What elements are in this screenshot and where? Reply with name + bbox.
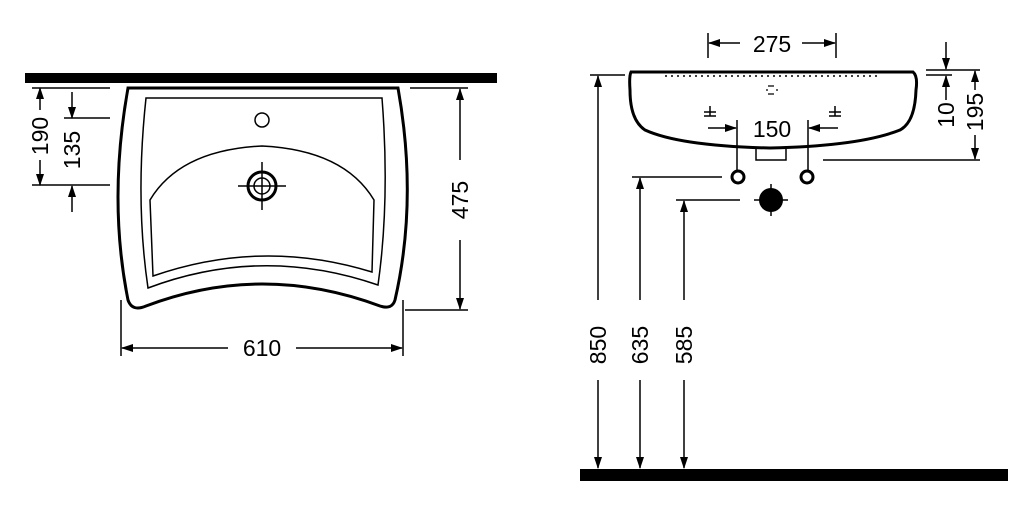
supply-left-icon xyxy=(730,169,746,185)
dim-475-lines xyxy=(405,87,468,311)
dim-275-lines xyxy=(707,33,837,58)
wall-bar xyxy=(25,73,497,83)
dim-135-lines xyxy=(64,92,110,212)
overflow-icon xyxy=(766,85,778,95)
dim-610: 610 xyxy=(243,335,281,361)
dim-150-lines xyxy=(708,120,838,170)
top-view: 190 135 475 610 xyxy=(25,73,497,361)
bracket-right-icon xyxy=(829,106,841,117)
waste-pipe-icon xyxy=(754,184,788,216)
supply-right-icon xyxy=(799,169,815,185)
bowl-outline xyxy=(140,97,386,290)
dim-585-lines xyxy=(676,199,740,469)
dim-195: 195 xyxy=(962,93,988,131)
basin-outline xyxy=(116,86,409,310)
bracket-left-icon xyxy=(704,106,716,117)
dim-10: 10 xyxy=(933,102,959,128)
side-view: 275 150 10 195 850 63 xyxy=(580,31,1008,481)
dim-850-lines xyxy=(590,74,625,469)
dim-610-lines xyxy=(120,300,404,356)
dim-850: 850 xyxy=(585,326,611,364)
dim-10-195-lines xyxy=(823,42,980,161)
floor-bar xyxy=(580,469,1008,481)
dim-635-lines xyxy=(632,176,722,469)
dim-585: 585 xyxy=(671,326,697,364)
dim-275: 275 xyxy=(753,31,791,57)
dim-190: 190 xyxy=(27,117,53,155)
waste-outlet xyxy=(755,148,787,161)
waste-icon xyxy=(238,162,286,210)
dim-475: 475 xyxy=(447,181,473,219)
dim-150: 150 xyxy=(753,116,791,142)
dim-635: 635 xyxy=(627,326,653,364)
dim-135: 135 xyxy=(59,131,85,169)
basin-side-outline xyxy=(628,70,919,150)
bowl-inner xyxy=(149,145,375,278)
tap-hole xyxy=(254,112,270,128)
